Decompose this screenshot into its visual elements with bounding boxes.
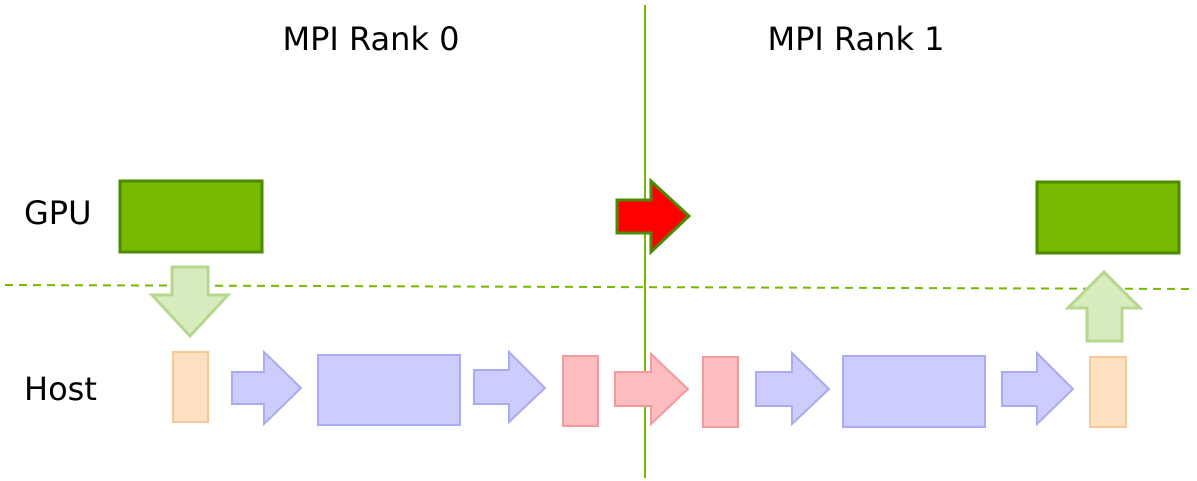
host-staging-buffer-rank0 (172, 351, 209, 423)
up-arrow-host-to-device (1064, 269, 1144, 343)
host-arrow-2 (473, 349, 547, 425)
network-buffer-rank1 (702, 356, 739, 428)
gpu-buffer-rank0 (118, 179, 264, 254)
host-arrow-4 (1001, 350, 1075, 427)
red-gpu-transfer-arrow (615, 177, 692, 256)
host-arrow-3 (755, 350, 831, 427)
network-buffer-rank0 (562, 355, 599, 427)
host-arrow-1 (231, 349, 303, 427)
host-row-label: Host (24, 370, 97, 408)
host-buffer-rank1 (842, 355, 986, 428)
down-arrow-device-to-host (148, 265, 232, 339)
gpu-row-label: GPU (24, 194, 92, 232)
gpu-buffer-rank1 (1035, 180, 1181, 255)
rank0-header: MPI Rank 0 (283, 20, 460, 58)
rank1-header: MPI Rank 1 (768, 20, 945, 58)
host-network-arrow (614, 351, 690, 427)
host-staging-buffer-rank1 (1089, 356, 1127, 428)
host-buffer-rank0 (317, 354, 461, 426)
